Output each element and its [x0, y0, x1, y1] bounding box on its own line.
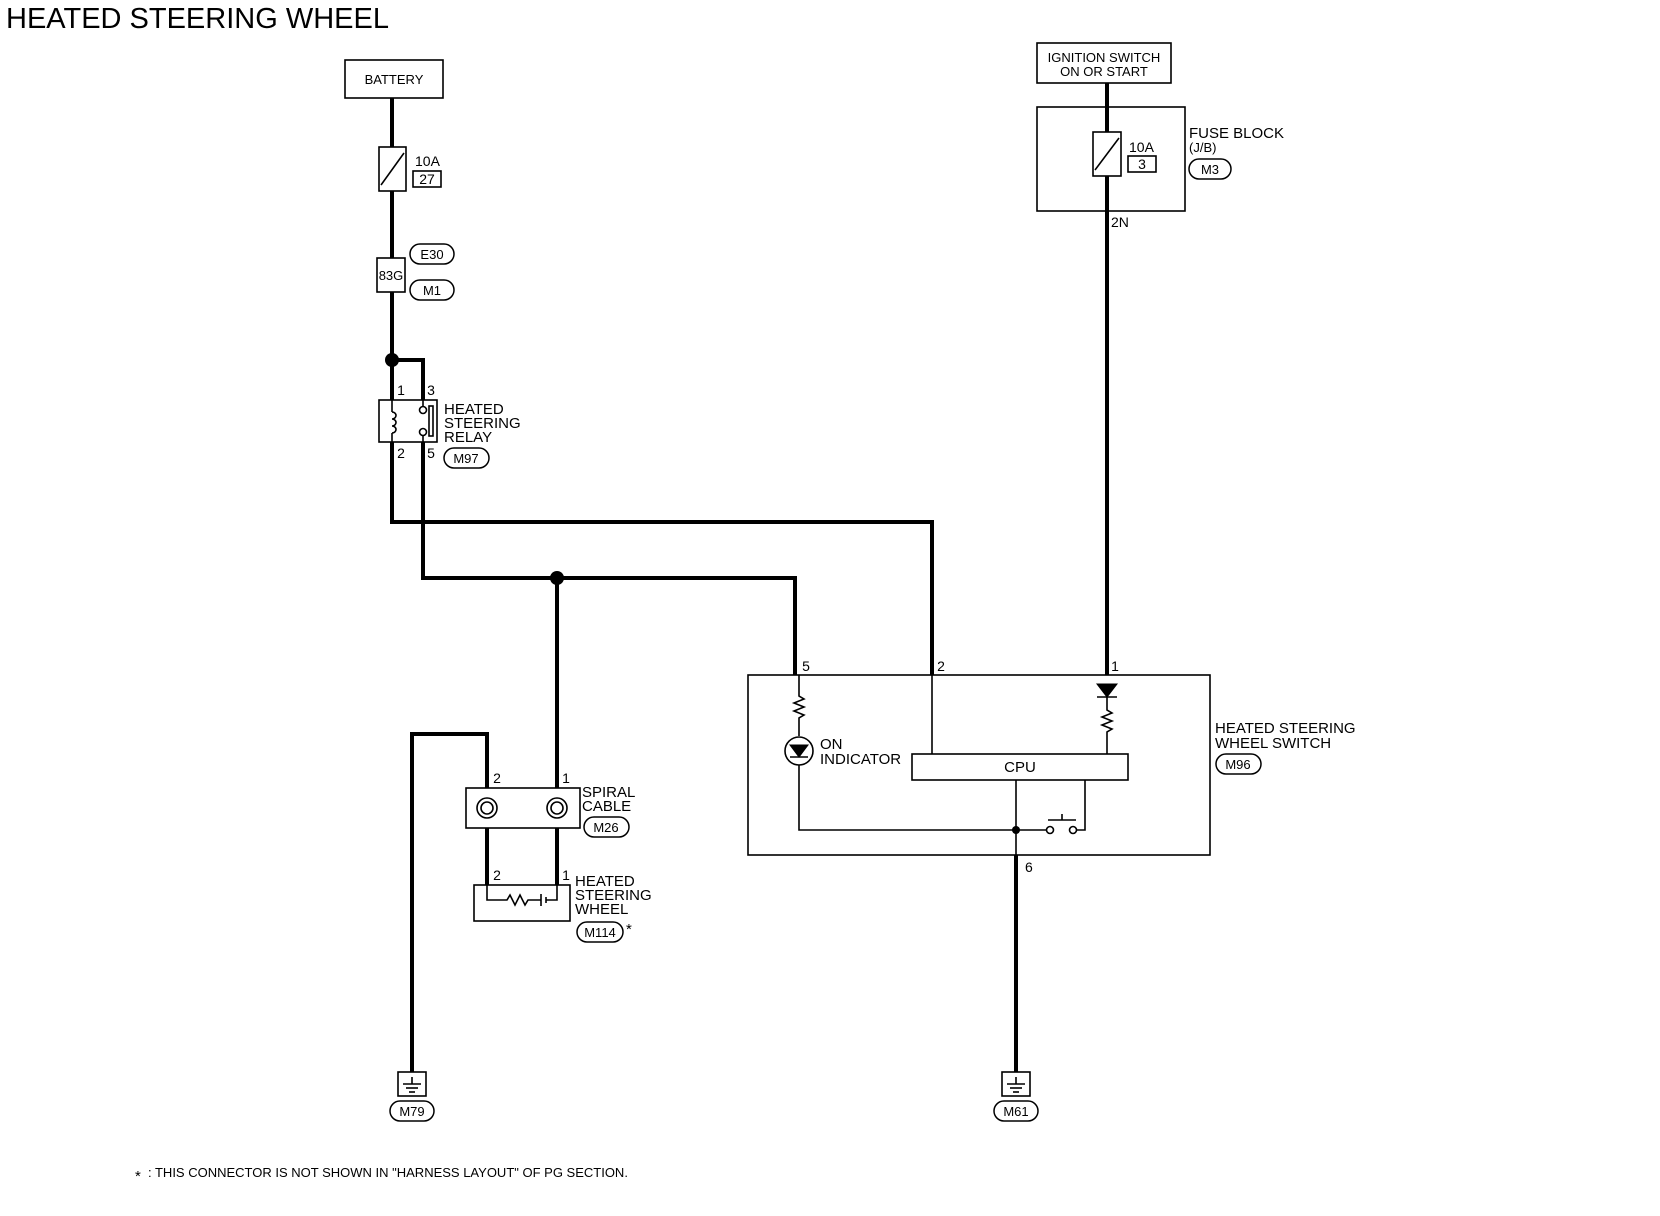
fuse-27: 10A 27: [378, 146, 442, 192]
fuse-block-label-2: (J/B): [1189, 140, 1216, 155]
spiral-pin-2: 2: [493, 770, 501, 786]
switch-label-1: HEATED STEERING: [1215, 720, 1356, 737]
ignition-label-2: ON OR START: [1060, 64, 1148, 79]
spiral-pin-1: 1: [562, 770, 570, 786]
wire-splice-relay-3: [392, 358, 425, 400]
battery-label: BATTERY: [365, 72, 424, 87]
wheel-label-1: HEATED: [575, 873, 635, 890]
fuse-block: 10A 3 FUSE BLOCK (J/B) M3 2N: [1036, 106, 1284, 230]
switch-pin-6: 6: [1025, 859, 1033, 875]
ignition-label-1: IGNITION SWITCH: [1048, 50, 1161, 65]
switch-pin-5: 5: [802, 658, 810, 674]
switch-label-2: WHEEL SWITCH: [1215, 735, 1331, 752]
footnote-text: : THIS CONNECTOR IS NOT SHOWN IN "HARNES…: [148, 1165, 628, 1180]
on-indicator-label-1: ON: [820, 736, 843, 753]
spiral-label-2: CABLE: [582, 798, 631, 815]
fuse-3-number: 3: [1138, 156, 1146, 172]
joint-terminal: 83G: [379, 268, 404, 283]
fuse-3-rating: 10A: [1129, 139, 1155, 155]
fuse-block-terminal: 2N: [1111, 214, 1129, 230]
ground-right-label: M61: [1003, 1104, 1028, 1119]
connector-m97: M97: [453, 451, 478, 466]
wire-relay2-switch2: [390, 442, 934, 675]
heated-steering-relay: 1 3 2 5 HEATED STEERING RELAY M97: [378, 382, 521, 469]
wheel-asterisk: *: [626, 921, 632, 938]
wire-relay5-switch5: [421, 442, 797, 675]
switch-pin-2: 2: [937, 658, 945, 674]
fuse-27-number: 27: [419, 171, 435, 187]
relay-pin-1: 1: [397, 382, 405, 398]
connector-m3: M3: [1201, 162, 1219, 177]
page-title: HEATED STEERING WHEEL: [6, 3, 389, 35]
ground-m61: M61: [993, 1071, 1039, 1122]
wheel-pin-1: 1: [562, 867, 570, 883]
ignition-switch-block: IGNITION SWITCH ON OR START: [1036, 42, 1172, 84]
connector-m96: M96: [1225, 757, 1250, 772]
relay-label-1: HEATED: [444, 401, 504, 418]
ground-left-label: M79: [399, 1104, 424, 1119]
wire-spiral2-ground: [410, 732, 489, 1072]
cpu-label: CPU: [1004, 759, 1036, 776]
connector-e30: E30: [420, 247, 443, 262]
relay-label-3: RELAY: [444, 429, 492, 446]
relay-pin-2: 2: [397, 445, 405, 461]
battery-block: BATTERY: [344, 59, 444, 99]
ground-m79: M79: [389, 1071, 435, 1122]
on-indicator-label-2: INDICATOR: [820, 751, 901, 768]
connector-m114: M114: [584, 925, 616, 940]
wheel-label-2: STEERING: [575, 887, 652, 904]
switch-pin-1: 1: [1111, 658, 1119, 674]
wheel-label-3: WHEEL: [575, 901, 628, 918]
wheel-pin-2: 2: [493, 867, 501, 883]
joint-connector: 83G E30 M1: [376, 243, 455, 301]
spiral-label-1: SPIRAL: [582, 784, 635, 801]
relay-pin-3: 3: [427, 382, 435, 398]
footnote: * : THIS CONNECTOR IS NOT SHOWN IN "HARN…: [135, 1165, 628, 1185]
footnote-marker: *: [135, 1168, 141, 1185]
relay-label-2: STEERING: [444, 415, 521, 432]
connector-m1: M1: [423, 283, 441, 298]
heated-steering-wheel-switch: 5 2 1 ON INDICATOR CPU HEATED STEERING W…: [747, 658, 1356, 875]
spiral-cable: 2 1 SPIRAL CABLE M26: [465, 770, 635, 838]
relay-pin-5: 5: [427, 445, 435, 461]
heated-steering-wheel: 2 1 HEATED STEERING WHEEL M114 *: [473, 867, 652, 943]
connector-m26: M26: [593, 820, 618, 835]
fuse-block-label-1: FUSE BLOCK: [1189, 125, 1284, 142]
fuse-27-rating: 10A: [415, 153, 441, 169]
